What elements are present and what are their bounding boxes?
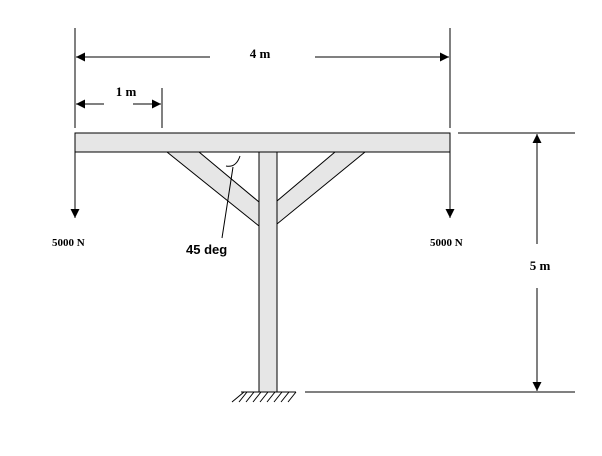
load-left: 5000 N: [52, 152, 85, 249]
load-right: 5000 N: [430, 152, 463, 249]
dimension-span-short: 1 m: [76, 84, 163, 128]
span-total-label: 4 m: [250, 46, 271, 61]
vertical-column: [258, 151, 278, 393]
left-brace: [165, 151, 260, 228]
horizontal-beam: [74, 132, 451, 153]
angle-annotation: 45 deg: [186, 155, 241, 257]
span-short-label: 1 m: [116, 84, 137, 99]
angle-label: 45 deg: [186, 242, 227, 257]
fixed-support: [231, 391, 297, 403]
angle-leader-line: [221, 166, 234, 239]
dimension-span-total: 4 m: [74, 28, 451, 128]
dimension-height: 5 m: [305, 132, 575, 393]
right-brace: [276, 151, 367, 226]
angle-arc: [225, 155, 241, 167]
structure: [74, 132, 451, 393]
height-label: 5 m: [530, 258, 551, 273]
load-right-label: 5000 N: [430, 237, 463, 249]
load-left-label: 5000 N: [52, 237, 85, 249]
